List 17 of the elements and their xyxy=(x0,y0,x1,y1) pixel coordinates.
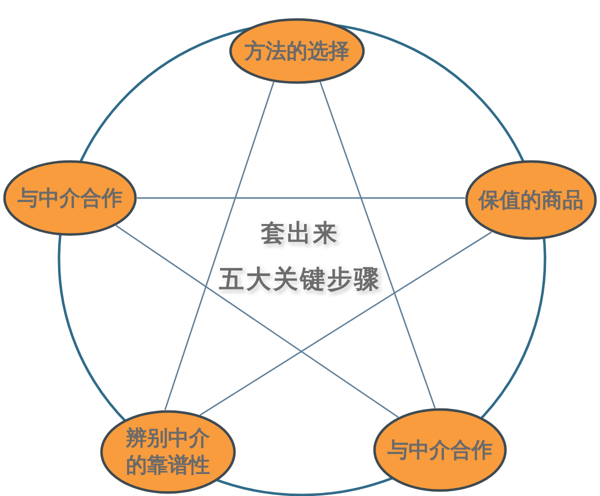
heading-text: 套出来 xyxy=(261,218,339,249)
step-text: 辨别中介的靠谱性 xyxy=(124,425,211,479)
connector-line xyxy=(320,82,436,408)
connector-line xyxy=(137,197,466,199)
step-ellipse xyxy=(465,160,597,240)
connector-line xyxy=(200,232,492,416)
step-ellipse xyxy=(229,18,365,84)
connector-line xyxy=(164,82,274,410)
step-ellipse xyxy=(3,160,137,236)
heading-text: 五大关键步骤 xyxy=(219,264,381,296)
step-text: 与中介合作 xyxy=(388,436,492,464)
step-ellipse xyxy=(373,408,507,492)
step-text: 保值的商品 xyxy=(478,186,584,214)
step-text: 与中介合作 xyxy=(18,184,122,212)
connector-line xyxy=(116,225,399,418)
step-ellipse xyxy=(100,410,236,494)
step-text: 方法的选择 xyxy=(244,38,350,64)
